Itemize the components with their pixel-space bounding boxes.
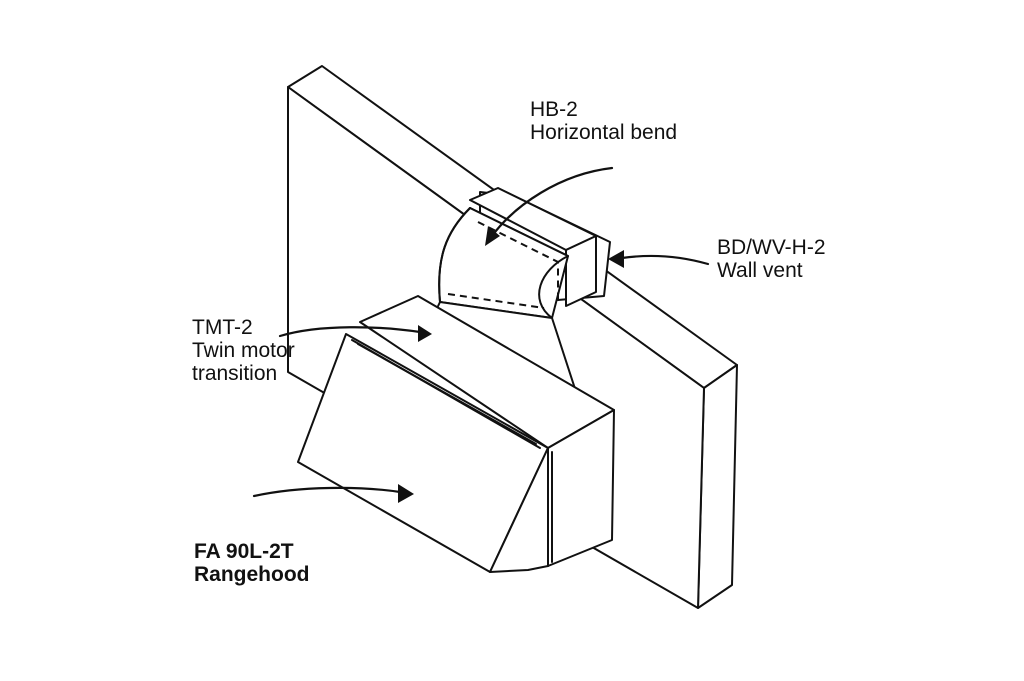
arrow-transition — [278, 326, 422, 338]
horizontal-bend — [438, 207, 569, 319]
rangehood-code: FA 90L-2T — [194, 540, 294, 563]
rangehood-description: Rangehood — [194, 563, 310, 586]
transition-code: TMT-2 — [192, 316, 253, 339]
transition-description: Twin motor — [192, 339, 295, 362]
arrow-wall-vent — [620, 254, 710, 266]
horizontal-bend-code: HB-2 — [530, 98, 578, 121]
horizontal-bend-description: Horizontal bend — [530, 121, 678, 144]
wall-vent-description: Wall vent — [717, 259, 803, 282]
arrow-rangehood — [252, 486, 402, 498]
arrowhead-rangehood — [398, 484, 414, 503]
label-horizontal-bend: HB-2 Horizontal bend — [530, 98, 677, 144]
label-wall-vent: BD/WV-H-2 Wall vent — [717, 236, 826, 282]
wall-vent-side — [565, 235, 597, 307]
transition-description-line2: transition — [192, 362, 278, 385]
arrowhead-transition — [418, 325, 432, 342]
leader-arrows — [252, 166, 710, 503]
wall-vent-code: BD/WV-H-2 — [717, 236, 826, 259]
label-rangehood: FA 90L-2T Rangehood — [194, 540, 310, 586]
arrow-horizontal-bend — [490, 166, 614, 238]
label-twin-motor-transition: TMT-2 Twin motor transition — [192, 316, 295, 385]
arrowhead-horizontal-bend — [485, 226, 500, 246]
arrowhead-wall-vent — [608, 250, 624, 268]
